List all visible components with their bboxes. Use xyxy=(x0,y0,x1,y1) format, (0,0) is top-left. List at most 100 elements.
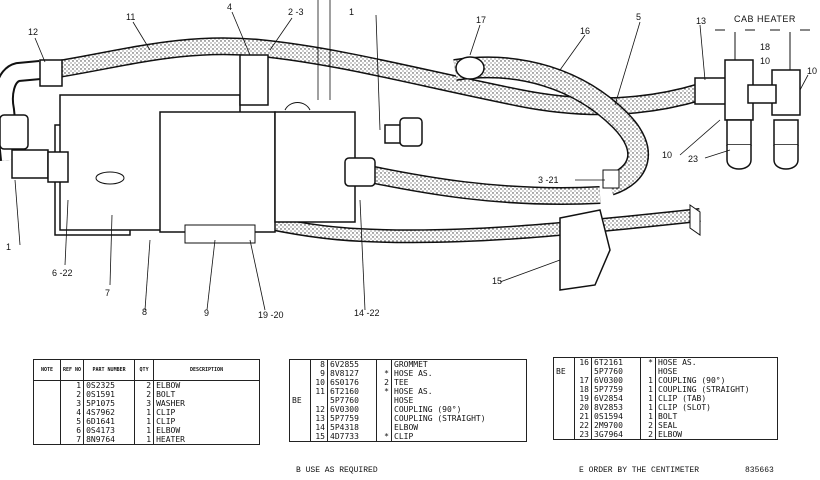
cell-ref: 23 xyxy=(574,430,592,440)
cell-note xyxy=(553,376,575,385)
cell-part: 3G7964 xyxy=(591,430,641,440)
cell-ref: 9 xyxy=(310,369,328,378)
cell-description: ELBOW xyxy=(156,381,181,390)
cell-ref xyxy=(574,367,592,376)
cell-ref: 14 xyxy=(310,423,328,432)
cell-part: 0S2325 xyxy=(83,380,136,390)
cell-part: 6T2161 xyxy=(591,357,641,367)
cell-description: COUPLING (90°) xyxy=(394,405,462,414)
callout-19-20: 19 -20 xyxy=(258,310,284,320)
callout-13: 13 xyxy=(696,16,706,26)
cell-note xyxy=(553,412,575,421)
callout-15: 15 xyxy=(492,276,502,286)
callout-2-3: 2 -3 xyxy=(288,7,304,17)
cell-ref: 3 xyxy=(60,399,85,408)
cell-qty xyxy=(376,423,392,432)
clip-4 xyxy=(239,54,269,106)
cell-ref: 17 xyxy=(574,376,592,385)
cab-heater-label: CAB HEATER xyxy=(734,14,796,24)
callout-17: 17 xyxy=(476,15,486,25)
cell-part: 5P7760 xyxy=(327,396,377,405)
cell-part: 5P1075 xyxy=(83,399,136,408)
cell-part: 0S4173 xyxy=(83,426,136,435)
callout-1-top: 1 xyxy=(349,7,354,17)
cell-part: 6T2160 xyxy=(327,387,377,396)
callout-10-tee: 10 xyxy=(760,56,770,66)
cell-note: BE xyxy=(553,367,575,376)
cell-note xyxy=(33,380,61,390)
cell-description: TEE xyxy=(394,378,409,387)
cell-qty: 1 xyxy=(134,417,155,426)
cell-note xyxy=(289,414,311,423)
cell-qty xyxy=(376,396,392,405)
coupling-17 xyxy=(455,56,485,80)
cell-qty xyxy=(376,414,392,423)
cell-description: BOLT xyxy=(156,390,176,399)
cell-note xyxy=(33,399,61,408)
cell-description: ELBOW xyxy=(658,430,683,439)
cell-qty: 1 xyxy=(640,412,656,421)
footnote-b: B USE AS REQUIRED xyxy=(296,466,378,475)
drawing-number: 835663 xyxy=(745,466,774,475)
cell-description: CLIP (SLOT) xyxy=(658,403,711,412)
cell-ref: 6 xyxy=(60,426,85,435)
cell-ref: 11 xyxy=(310,387,328,396)
cell-description: HOSE xyxy=(658,367,678,376)
callout-8: 8 xyxy=(142,307,147,317)
cell-note xyxy=(33,426,61,435)
cell-qty: 1 xyxy=(640,376,656,385)
cell-qty xyxy=(376,359,392,369)
cell-qty: 1 xyxy=(134,408,155,417)
cell-note xyxy=(289,423,311,432)
callouts: 1 2 -3 4 5 6 -22 7 8 9 10 11 12 13 14 -2… xyxy=(6,2,817,320)
cell-qty: 2 xyxy=(376,378,392,387)
cell-note xyxy=(289,387,311,396)
cell-description: HOSE AS. xyxy=(658,358,697,367)
callout-14-22: 14 -22 xyxy=(354,308,380,318)
cell-qty xyxy=(640,367,656,376)
cell-description: COUPLING (STRAIGHT) xyxy=(658,385,750,394)
cell-note xyxy=(33,417,61,426)
cell-qty: 1 xyxy=(640,385,656,394)
cell-ref: 7 xyxy=(60,435,85,445)
callout-9: 9 xyxy=(204,308,209,318)
cell-note xyxy=(33,390,61,399)
cell-qty: 1 xyxy=(134,426,155,435)
callout-23: 23 xyxy=(688,154,698,164)
callout-7: 7 xyxy=(105,288,110,298)
cell-description: ELBOW xyxy=(156,426,181,435)
cell-ref: 5 xyxy=(60,417,85,426)
cell-note xyxy=(33,408,61,417)
cell-note xyxy=(289,378,311,387)
cell-note xyxy=(553,421,575,430)
cell-ref: 18 xyxy=(574,385,592,394)
cell-description: WASHER xyxy=(156,399,185,408)
cell-ref: 4 xyxy=(60,408,85,417)
cell-qty: * xyxy=(376,432,392,442)
parts-table-1: NOTE REF NO PART NUMBER QTY DESCRIPTION … xyxy=(33,359,260,445)
cell-qty: 2 xyxy=(640,421,656,430)
cell-note xyxy=(553,430,575,440)
header-ref: REF NO xyxy=(60,359,85,381)
leader-lines xyxy=(14,0,809,311)
cell-description: COUPLING (STRAIGHT) xyxy=(394,414,486,423)
cell-part: 8V2853 xyxy=(591,403,641,412)
cell-qty: 3 xyxy=(134,399,155,408)
cell-part: 5P7760 xyxy=(591,367,641,376)
cell-qty: * xyxy=(376,369,392,378)
cell-ref: 12 xyxy=(310,405,328,414)
